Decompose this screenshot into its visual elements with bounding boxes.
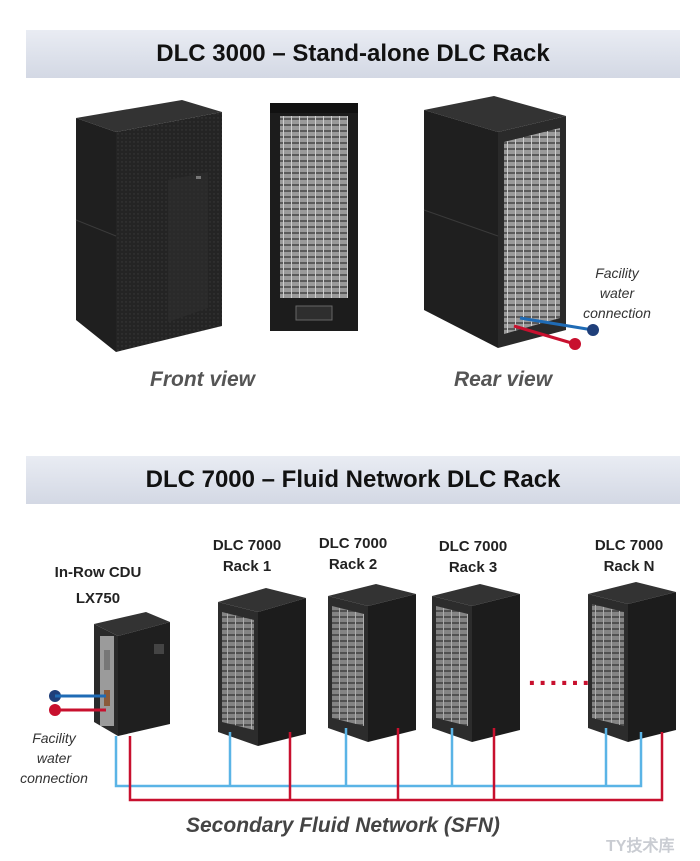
rack-2-label-line-1: DLC 7000 — [318, 535, 388, 552]
rack-3-label-line-2: Rack 3 — [448, 559, 498, 576]
rack-3-label: DLC 7000 Rack 3 — [418, 536, 528, 578]
rack-3-image — [432, 584, 520, 742]
facility-line-1: Facility — [32, 730, 76, 746]
facility-line-2: water — [36, 750, 72, 766]
rack-2-image — [328, 584, 416, 742]
facility-line-1: Facility — [595, 265, 639, 281]
rack-1-label: DLC 7000 Rack 1 — [192, 535, 302, 577]
facility-line-3: connection — [20, 770, 88, 786]
cdu-label: In-Row CDU LX750 — [38, 560, 158, 612]
cdu-label-line-2: LX750 — [75, 590, 121, 607]
front-rack-open-image — [270, 103, 358, 331]
rack-1-label-line-1: DLC 7000 — [212, 537, 282, 554]
section-title-dlc3000: DLC 3000 – Stand-alone DLC Rack — [26, 30, 680, 78]
rack-1-image — [218, 588, 306, 746]
rack-n-label: DLC 7000 Rack N — [574, 535, 684, 577]
cdu-label-line-1: In-Row CDU — [54, 564, 142, 581]
rack-1-label-line-2: Rack 1 — [222, 558, 272, 575]
rear-view-label: Rear view — [454, 368, 553, 391]
rack-n-label-line-1: DLC 7000 — [594, 537, 664, 554]
section-title-dlc7000: DLC 7000 – Fluid Network DLC Rack — [26, 456, 680, 504]
facility-water-label-bottom: Facility water connection — [8, 728, 100, 788]
rack-n-image — [588, 582, 676, 742]
facility-water-label-top: Facility water connection — [574, 263, 660, 323]
rear-facility-pipes — [513, 316, 599, 350]
more-racks-ellipsis: ...... — [528, 660, 593, 691]
facility-line-2: water — [599, 285, 635, 301]
sfn-label: Secondary Fluid Network (SFN) — [186, 814, 500, 837]
rear-rack-image — [423, 96, 566, 348]
cdu-image — [94, 612, 170, 736]
rack-2-label: DLC 7000 Rack 2 — [298, 533, 408, 575]
cdu-facility-pipes — [49, 690, 106, 716]
rack-2-label-line-2: Rack 2 — [328, 556, 378, 573]
front-view-label: Front view — [150, 368, 256, 391]
sfn-piping — [114, 728, 664, 802]
front-rack-closed-image — [75, 100, 222, 352]
facility-line-3: connection — [583, 305, 651, 321]
watermark: TY技术库 — [606, 838, 675, 855]
rack-n-label-line-2: Rack N — [603, 558, 655, 575]
rack-3-label-line-1: DLC 7000 — [438, 538, 508, 555]
